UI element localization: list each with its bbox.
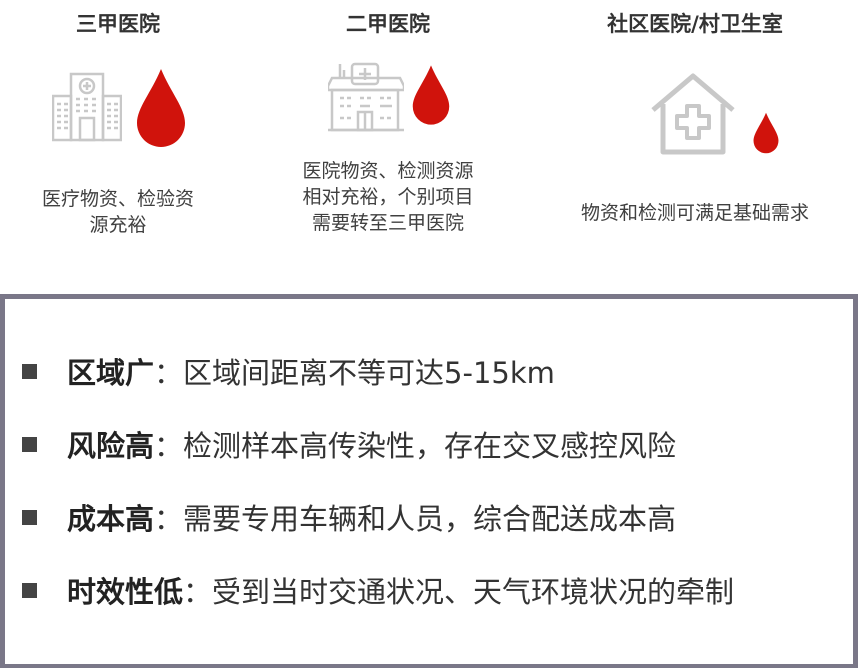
hospital-medium-icon xyxy=(328,62,404,132)
challenge-label: 风险高 xyxy=(67,429,155,463)
challenge-text: 受到当时交通状况、天气环境状况的牵制 xyxy=(212,575,735,609)
challenge-item: 区域广：区域间距离不等可达5-15km xyxy=(22,350,555,392)
challenge-label: 成本高 xyxy=(67,502,155,536)
challenge-text: 需要专用车辆和人员，综合配送成本高 xyxy=(183,502,677,536)
column-community-clinic: 社区医院/村卫生室 物资和检测可满足基础需求 xyxy=(545,0,845,280)
column-description: 物资和检测可满足基础需求 xyxy=(545,200,845,226)
blood-drop-icon xyxy=(412,65,450,125)
challenge-text: 检测样本高传染性，存在交叉感控风险 xyxy=(183,429,677,463)
column-secondary-hospital: 二甲医院 医院物资、检测资源 相对充裕，个别项目 需要转至三甲医院 xyxy=(270,0,506,280)
blood-drop-icon xyxy=(137,69,185,147)
bullet-square-icon xyxy=(22,509,37,525)
column-description: 医疗物资、检验资 源充裕 xyxy=(0,186,236,238)
description-line: 物资和检测可满足基础需求 xyxy=(580,202,809,224)
column-title: 社区医院/村卫生室 xyxy=(607,12,783,36)
hospital-large-icon xyxy=(52,72,122,142)
bullet-square-icon xyxy=(22,363,37,379)
challenges-panel xyxy=(0,294,858,668)
description-line: 需要转至三甲医院 xyxy=(311,212,464,234)
challenge-label: 时效性低 xyxy=(67,575,184,609)
description-line: 医疗物资、检验资 xyxy=(41,188,194,210)
separator: ： xyxy=(183,575,213,609)
description-line: 医院物资、检测资源 xyxy=(302,160,474,182)
bullet-square-icon xyxy=(22,436,37,452)
challenge-item: 时效性低：受到当时交通状况、天气环境状况的牵制 xyxy=(22,569,734,611)
column-description: 医院物资、检测资源 相对充裕，个别项目 需要转至三甲医院 xyxy=(270,158,506,236)
column-title: 三甲医院 xyxy=(76,12,160,36)
description-line: 源充裕 xyxy=(89,214,147,236)
separator: ： xyxy=(154,502,184,536)
clinic-house-icon xyxy=(651,73,735,155)
challenge-item: 成本高：需要专用车辆和人员，综合配送成本高 xyxy=(22,496,676,538)
blood-drop-icon xyxy=(753,112,779,154)
separator: ： xyxy=(154,429,184,463)
description-line: 相对充裕，个别项目 xyxy=(302,186,474,208)
challenge-label: 区域广 xyxy=(67,356,155,390)
challenge-text: 区域间距离不等可达5-15km xyxy=(183,356,555,390)
challenge-item: 风险高：检测样本高传染性，存在交叉感控风险 xyxy=(22,423,676,465)
separator: ： xyxy=(154,356,184,390)
bullet-square-icon xyxy=(22,582,37,598)
column-tertiary-hospital: 三甲医院 医疗物资、检验资 源充裕 xyxy=(0,0,236,280)
column-title: 二甲医院 xyxy=(346,12,430,36)
